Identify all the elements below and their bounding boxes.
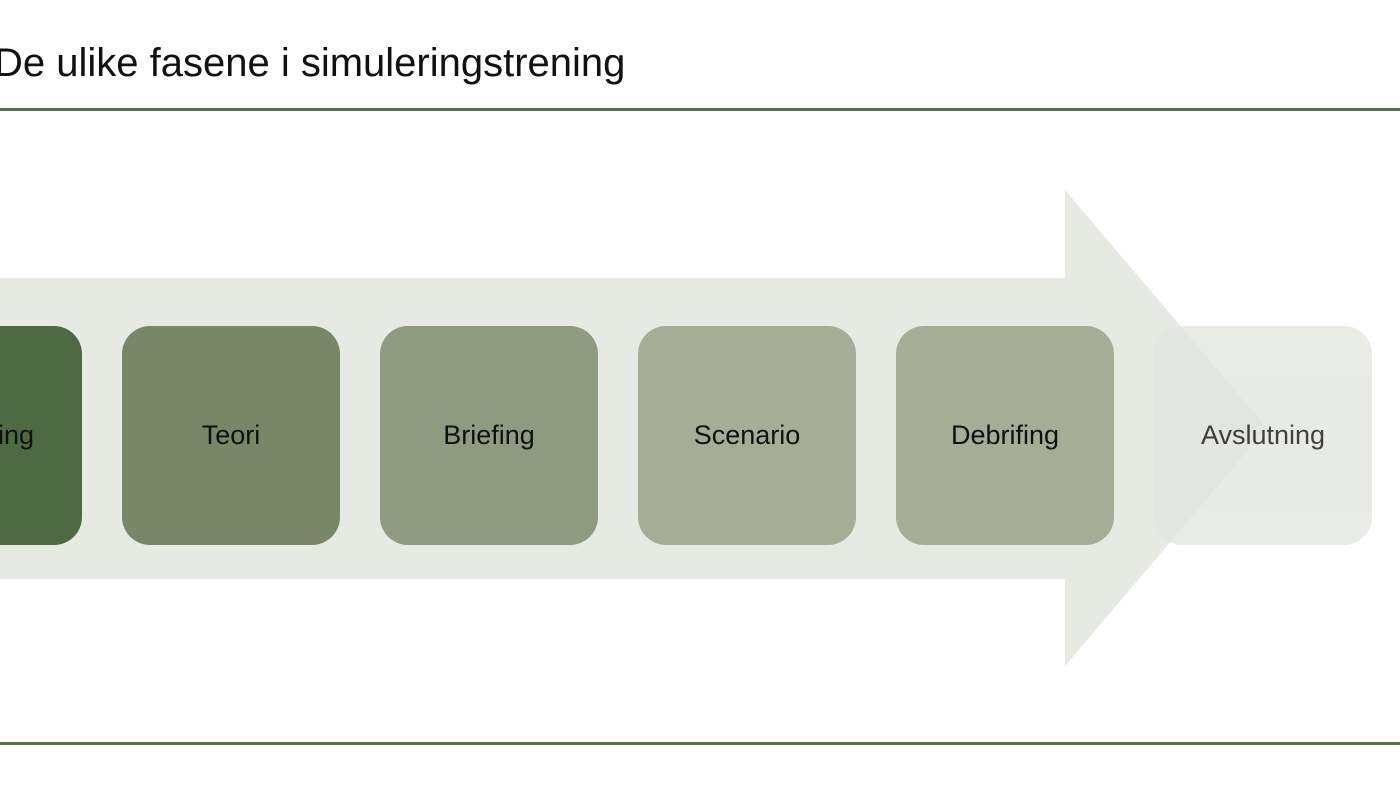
- phase-label-5: Debrifing: [950, 420, 1060, 450]
- phase-label-1: ing: [0, 420, 34, 450]
- phase-label-6: Avslutning: [1200, 420, 1326, 450]
- phase-label-4: Scenario: [693, 420, 801, 450]
- arrow-shape: [0, 190, 1267, 666]
- phase-box-5: Debrifing: [896, 326, 1114, 545]
- phase-box-3: Briefing: [380, 326, 598, 545]
- phase-label-2: Teori: [201, 420, 261, 450]
- top-divider: [0, 108, 1400, 111]
- phase-box-4: Scenario: [638, 326, 856, 545]
- phase-box-2: Teori: [122, 326, 340, 545]
- bottom-divider: [0, 742, 1400, 745]
- slide-title: De ulike fasene i simuleringstrening: [0, 41, 626, 85]
- phase-box-1: ing: [0, 326, 82, 545]
- phase-label-3: Briefing: [443, 420, 535, 450]
- phase-box-6: Avslutning: [1154, 326, 1372, 545]
